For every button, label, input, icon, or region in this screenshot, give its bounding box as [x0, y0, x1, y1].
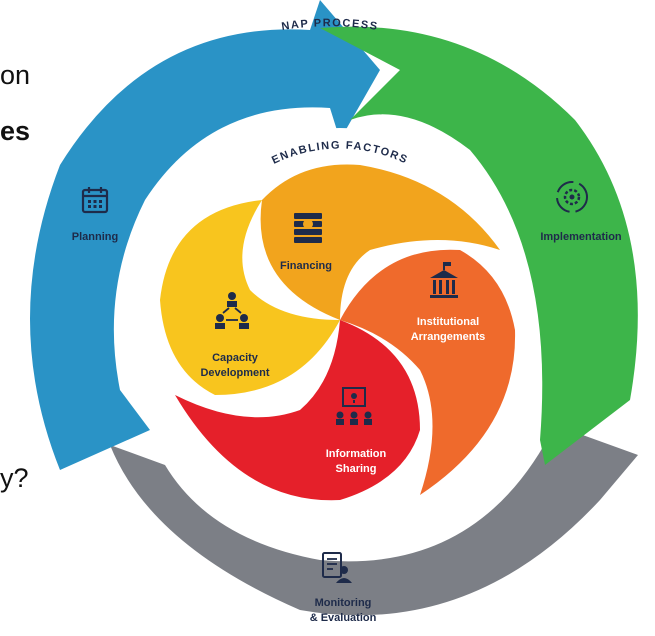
implementation-arc	[320, 26, 638, 465]
financing-segment	[260, 164, 500, 320]
capacity-segment	[160, 200, 340, 395]
planning-arc	[30, 0, 380, 470]
arrangements-label: Arrangements	[411, 331, 486, 343]
planning-label: Planning	[72, 231, 118, 243]
checklist-person-icon	[322, 552, 352, 583]
institution-icon	[430, 262, 458, 298]
monitoring-label: Monitoring	[315, 597, 372, 609]
calendar-icon	[81, 187, 109, 214]
monitoring-arc	[110, 425, 638, 616]
slide-text-fragment-top: on	[0, 60, 31, 90]
enabling-factors-pinwheel	[160, 140, 520, 501]
outer-ring	[30, 0, 638, 616]
implementation-label: Implementation	[540, 231, 622, 243]
slide-text-fragment-bold: es	[0, 116, 31, 146]
presentation-icon	[336, 387, 372, 425]
outer-ring-title: NAP PROCESS	[281, 17, 380, 33]
money-stack-icon	[294, 213, 322, 243]
gear-cycle-icon	[556, 181, 588, 213]
evaluation-label: & Evaluation	[310, 612, 377, 624]
network-people-icon	[215, 292, 249, 329]
institutional-label: Institutional	[417, 316, 479, 328]
capacity-label: Capacity	[212, 352, 259, 364]
development-label: Development	[200, 367, 269, 379]
institutional-segment	[340, 249, 516, 495]
information-label: Information	[326, 448, 387, 460]
slide-text-fragment-bottom: y?	[0, 463, 29, 493]
information-segment	[175, 320, 420, 501]
sharing-label: Sharing	[336, 463, 377, 475]
financing-label: Financing	[280, 260, 332, 272]
